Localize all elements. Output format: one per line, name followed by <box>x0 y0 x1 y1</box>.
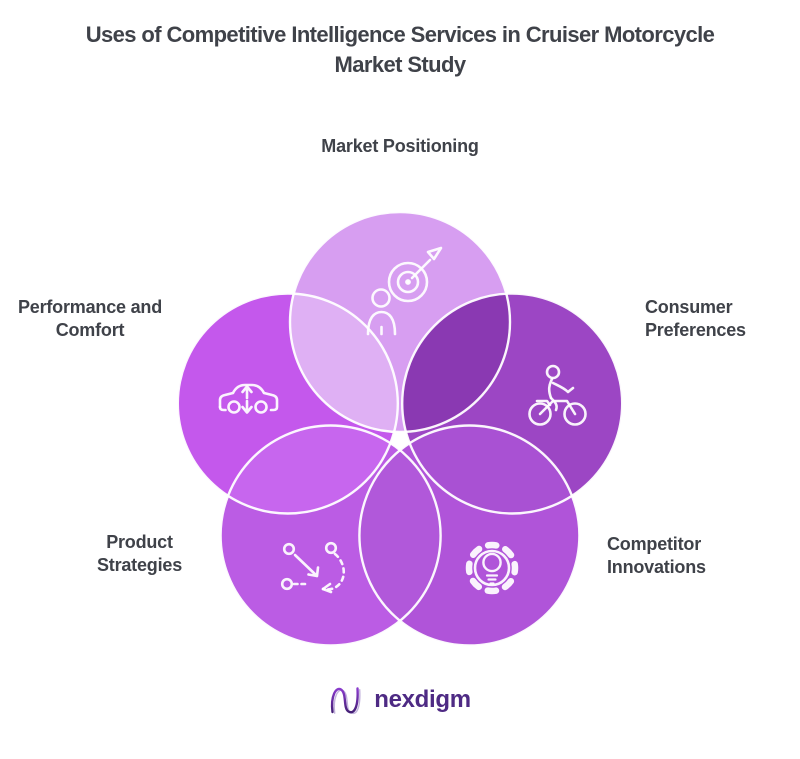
overlap-bottom <box>359 425 441 646</box>
label-consumer-preferences: Consumer Preferences <box>645 297 746 340</box>
nexdigm-logo: nexdigm <box>0 678 800 722</box>
gear-lightbulb-icon <box>465 541 519 595</box>
route-arrows-icon <box>280 541 346 594</box>
page-title: Uses of Competitive Intelligence Service… <box>85 22 715 77</box>
label-market-positioning: Market Positioning <box>321 136 479 156</box>
label-competitor-innovations: Competitor Innovations <box>607 534 706 577</box>
label-performance-and-comfort: Performance and Comfort <box>17 297 163 340</box>
logo-text: nexdigm <box>374 686 471 713</box>
overlap-top-left <box>290 293 398 432</box>
person-target-icon <box>366 246 443 336</box>
wave-n-logo-icon <box>331 687 361 715</box>
motorcycle-rider-icon <box>528 364 587 426</box>
car-arrows-icon <box>218 383 279 414</box>
overlap-top-right <box>402 293 510 432</box>
label-product-strategies: Product Strategies <box>96 532 183 575</box>
petal-outlines <box>176 210 624 647</box>
